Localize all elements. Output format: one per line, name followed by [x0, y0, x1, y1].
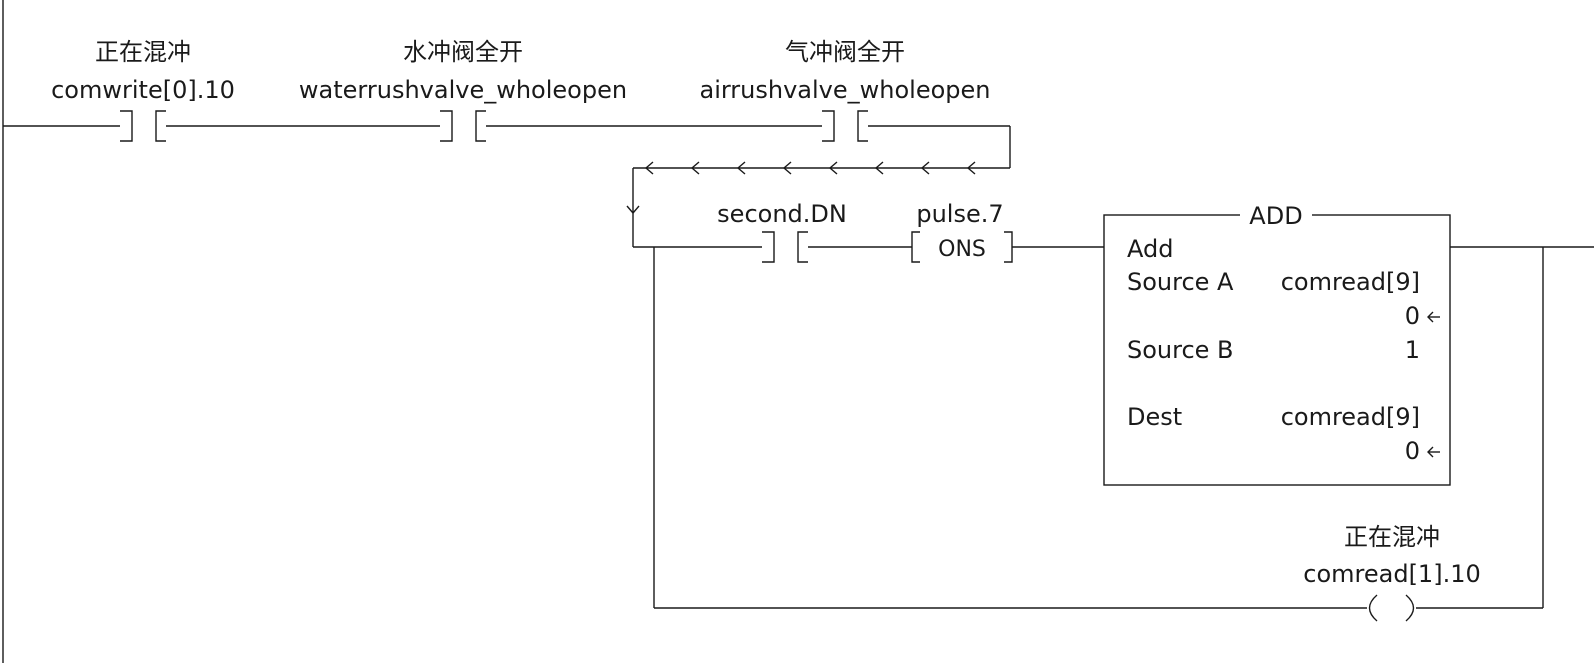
branch-direction-arrows	[626, 161, 976, 215]
contact-airrushvalve-wholeopen[interactable]	[822, 110, 868, 142]
contact-1-desc: 正在混冲	[95, 38, 191, 66]
add-source-b-label: Source B	[1127, 336, 1234, 364]
contact-3-desc: 气冲阀全开	[785, 38, 905, 66]
contact-2-tag: waterrushvalve_wholeopen	[299, 76, 627, 104]
coil-comread-1-10[interactable]	[1368, 594, 1415, 622]
add-source-a-label: Source A	[1127, 268, 1234, 296]
main-rung-wire	[3, 125, 1011, 247]
ons-instruction[interactable]	[911, 231, 1013, 263]
ons-tag: pulse.7	[916, 200, 1003, 228]
add-source-a-tag: comread[9]	[1281, 268, 1420, 296]
coil-tag: comread[1].10	[1303, 560, 1480, 588]
second-rung-wire	[633, 246, 1594, 609]
add-dest-tag: comread[9]	[1281, 403, 1420, 431]
add-title-bg	[1240, 202, 1312, 228]
contact-4-tag: second.DN	[717, 200, 847, 228]
add-title: ADD	[1249, 202, 1302, 230]
source-a-arrow-icon	[1427, 311, 1440, 323]
add-dest-value: 0	[1405, 437, 1420, 465]
contact-waterrushvalve-wholeopen[interactable]	[440, 110, 486, 142]
contact-comwrite-0-10[interactable]	[120, 110, 166, 142]
dest-arrow-icon	[1427, 446, 1440, 458]
add-name: Add	[1127, 235, 1173, 263]
coil-desc: 正在混冲	[1344, 523, 1440, 551]
contact-1-tag: comwrite[0].10	[51, 76, 235, 104]
contact-2-desc: 水冲阀全开	[403, 38, 523, 66]
add-source-b-value: 1	[1405, 336, 1420, 364]
add-dest-label: Dest	[1127, 403, 1182, 431]
contact-3-tag: airrushvalve_wholeopen	[699, 76, 990, 104]
ons-label: ONS	[938, 237, 986, 262]
add-source-a-value: 0	[1405, 302, 1420, 330]
contact-second-dn[interactable]	[762, 231, 808, 263]
